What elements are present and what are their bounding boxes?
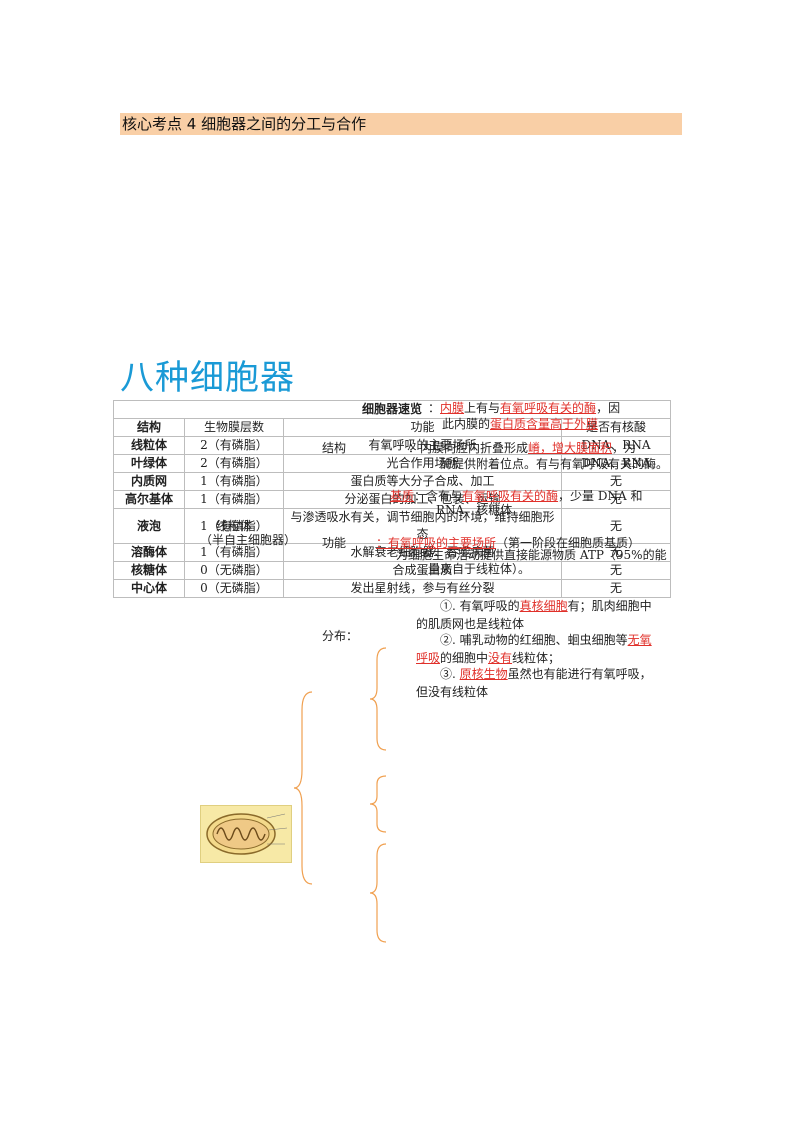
table-row: 叶绿体 2（有磷脂） 光合作用场所 DNA、RNA	[113, 454, 671, 473]
row-function: 蛋白质等大分子合成、加工	[283, 472, 562, 491]
note-text: 的细胞中	[440, 651, 489, 665]
overlay-text: ：	[428, 401, 441, 415]
row-acid: 无	[561, 579, 671, 598]
table-row: 核糖体 0（无磷脂） 合成蛋白质 无	[113, 561, 671, 580]
overlay-line-5: 基质：含有与有氧呼吸有关的酶，少量 DNA 和	[390, 488, 642, 505]
overlay-text: 结构	[322, 441, 347, 455]
table-row: 液泡 1（有磷脂） 与渗透吸水有关，调节细胞内的环境，维持细胞形态 无	[113, 508, 671, 544]
overlay-text: 此内膜的	[442, 417, 491, 431]
row-name: 核糖体	[113, 561, 185, 580]
note-3: ③. 原核生物虽然也有能进行有氧呼吸， 但没有线粒体	[416, 665, 686, 701]
brace-2	[369, 775, 387, 833]
overlay-text: （第一阶段在细胞质基质）	[496, 536, 641, 550]
row-name: 叶绿体	[113, 454, 185, 473]
brace-large	[293, 691, 313, 885]
overlay-line-6: RNA、核糖体	[436, 503, 513, 517]
overlay-line-7: 功能 ：有氧呼吸的主要场所（第一阶段在细胞质基质）	[322, 535, 640, 552]
mitochondrion-image	[200, 805, 292, 863]
organelle-table: 细胞器速览 结构 生物膜层数 功能 是否有核酸 线粒体 2（有磷脂） 有氧呼吸的…	[113, 400, 671, 598]
row-name: 液泡	[113, 508, 185, 544]
overlay-text: ：内膜向腔内折叠形成	[408, 441, 529, 455]
row-membrane: 0（无磷脂）	[184, 579, 284, 598]
note-red-text: 原核生物	[459, 667, 508, 681]
note-red-text: 无氧	[627, 633, 652, 647]
note-2: ②. 哺乳动物的红细胞、蛔虫细胞等无氧 呼吸的细胞中没有线粒体；	[416, 631, 686, 667]
overlay-red-text: 基质	[390, 489, 415, 503]
section-heading: 核心考点 4 细胞器之间的分工与合作	[120, 113, 682, 135]
overlay-text: ，少量 DNA 和	[558, 489, 643, 503]
note-red-text: 呼吸	[416, 651, 441, 665]
overlay-line-9: 量来自于线粒体）。	[428, 562, 531, 576]
row-membrane: 1（有磷脂）	[184, 508, 284, 544]
col-nucleic-acid: 是否有核酸	[561, 418, 671, 437]
overlay-red-text: 蛋白质含量高于外膜	[490, 417, 599, 431]
row-function: 与渗透吸水有关，调节细胞内的环境，维持细胞形态	[283, 508, 562, 544]
note-red-text: 没有	[488, 651, 513, 665]
note-text: ③.	[440, 667, 460, 681]
row-function: 发出星射线，参与有丝分裂	[283, 579, 562, 598]
mitochondrion-icon	[206, 813, 288, 855]
brace-3	[369, 843, 387, 943]
table-row: 中心体 0（无磷脂） 发出星射线，参与有丝分裂 无	[113, 579, 671, 598]
overlay-red-text: 嵴，增大膜面积	[528, 441, 613, 455]
row-function-text: 与渗透吸水有关，调节细胞内的环境，维持细胞形态	[290, 510, 555, 541]
mito-sublabel: （半自主细胞器）	[200, 533, 297, 547]
overlay-line-2: 此内膜的蛋白质含量高于外膜	[442, 416, 598, 433]
row-membrane: 2（有磷脂）	[184, 436, 284, 455]
note-text: 但没有线粒体	[416, 685, 489, 699]
overlay-text: ：含有与	[414, 489, 463, 503]
overlay-line-4: 酶提供附着位点。有与有氧呼吸有关的酶。	[440, 457, 669, 471]
row-membrane: 2（有磷脂）	[184, 454, 284, 473]
note-text: ②. 哺乳动物的红细胞、蛔虫细胞等	[440, 633, 628, 647]
note-1: ①. 有氧呼吸的真核细胞有；肌肉细胞中 的肌质网也是线粒体	[416, 597, 686, 633]
row-name: 中心体	[113, 579, 185, 598]
row-acid: DNA、RNA	[561, 436, 671, 455]
brace-1	[369, 647, 387, 751]
row-acid: 无	[561, 561, 671, 580]
page-title: 八种细胞器	[120, 358, 295, 398]
overlay-red-text: 有氧呼吸有关的酶	[462, 489, 559, 503]
overlay-text: 功能	[322, 536, 347, 550]
note-text: ①. 有氧呼吸的	[440, 599, 520, 613]
mito-label: 线粒体	[216, 519, 253, 533]
overlay-line-1: ：内膜上有与有氧呼吸有关的酶，因	[428, 400, 620, 417]
table-header-row: 结构 生物膜层数 功能 是否有核酸	[113, 418, 671, 437]
row-function: 分泌蛋白的加工、包装、运输	[283, 490, 562, 509]
row-name: 高尔基体	[113, 490, 185, 509]
table-row: 内质网 1（有磷脂） 蛋白质等大分子合成、加工 无	[113, 472, 671, 491]
col-membrane: 生物膜层数	[184, 418, 284, 437]
overlay-red-text: 内膜	[440, 401, 465, 415]
row-acid: DNA、RNA	[561, 454, 671, 473]
note-text: 虽然也有能进行有氧呼吸，	[507, 667, 652, 681]
note-text: 线粒体；	[512, 651, 561, 665]
row-membrane: 0（无磷脂）	[184, 561, 284, 580]
row-name: 内质网	[113, 472, 185, 491]
overlay-text: ，因	[596, 401, 621, 415]
table-row: 高尔基体 1（有磷脂） 分泌蛋白的加工、包装、运输 无	[113, 490, 671, 509]
overlay-red-text: 有氧呼吸有关的酶	[500, 401, 597, 415]
col-structure: 结构	[113, 418, 185, 437]
overlay-line-8: 为细胞生命活动提供直接能源物质 ATP（95%的能	[396, 548, 667, 562]
overlay-text: 上有与	[464, 401, 501, 415]
row-name: 溶酶体	[113, 543, 185, 562]
distribution-label: 分布：	[322, 629, 359, 643]
note-text: 的肌质网也是线粒体	[416, 617, 525, 631]
row-name: 线粒体	[113, 436, 185, 455]
overlay-line-3: 结构 ：内膜向腔内折叠形成嵴，增大膜面积，为	[322, 440, 636, 457]
note-text: 有；肌肉细胞中	[567, 599, 652, 613]
row-membrane: 1（有磷脂）	[184, 490, 284, 509]
overlay-text: ，为	[612, 441, 637, 455]
row-membrane: 1（有磷脂）	[184, 472, 284, 491]
note-red-text: 真核细胞	[519, 599, 568, 613]
overlay-red-text: ：有氧呼吸的主要场所	[376, 536, 497, 550]
